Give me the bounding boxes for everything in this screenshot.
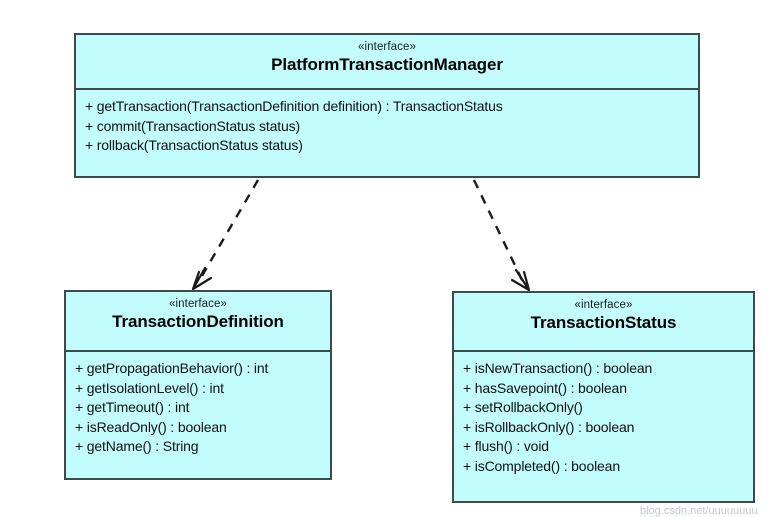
class-header: «interface» PlatformTransactionManager: [76, 35, 698, 90]
connector-ptm-to-transaction-status: [472, 179, 531, 292]
class-member: + isCompleted() : boolean: [463, 457, 620, 474]
stereotype-label: «interface»: [169, 298, 227, 310]
class-member: + getTransaction(TransactionDefinition d…: [85, 98, 503, 114]
class-members-compartment: + getTransaction(TransactionDefinition d…: [76, 90, 698, 176]
class-member: + isReadOnly() : boolean: [75, 418, 227, 435]
class-member: + getTimeout() : int: [75, 399, 190, 415]
class-member: + getIsolationLevel() : int: [75, 379, 224, 396]
class-header: «interface» TransactionStatus: [454, 293, 753, 352]
stereotype-label: «interface»: [358, 41, 416, 53]
class-members-compartment: + isNewTransaction() : boolean + hasSave…: [454, 352, 753, 501]
class-member: + isRollbackOnly() : boolean: [463, 418, 635, 435]
connector-ptm-to-transaction-definition: [191, 179, 260, 291]
class-box-platform-transaction-manager[interactable]: «interface» PlatformTransactionManager +…: [74, 33, 700, 178]
dashed-line: [197, 179, 260, 282]
class-name-label: TransactionDefinition: [112, 312, 284, 331]
class-members-compartment: + getPropagationBehavior() : int + getIs…: [66, 352, 330, 478]
class-member: + commit(TransactionStatus status): [85, 117, 300, 134]
class-header: «interface» TransactionDefinition: [66, 292, 330, 352]
class-member: + getPropagationBehavior() : int: [75, 360, 269, 376]
class-member: + setRollbackOnly(): [463, 399, 583, 415]
class-box-transaction-status[interactable]: «interface» TransactionStatus + isNewTra…: [452, 291, 755, 503]
class-box-transaction-definition[interactable]: «interface» TransactionDefinition + getP…: [64, 290, 332, 480]
class-member: + rollback(TransactionStatus status): [85, 137, 303, 153]
class-member: + flush() : void: [463, 438, 549, 454]
open-arrowhead-icon: [191, 266, 213, 291]
class-member: + isNewTransaction() : boolean: [463, 360, 653, 376]
class-name-label: PlatformTransactionManager: [271, 55, 503, 74]
class-name-label: TransactionStatus: [530, 313, 677, 332]
open-arrowhead-icon: [510, 268, 531, 292]
stereotype-label: «interface»: [574, 299, 633, 311]
watermark-text: blog.csdn.net/uuuuuuuu: [640, 505, 758, 517]
dashed-line: [472, 179, 525, 283]
class-member: + getName() : String: [75, 438, 199, 454]
class-member: + hasSavepoint() : boolean: [463, 379, 627, 396]
